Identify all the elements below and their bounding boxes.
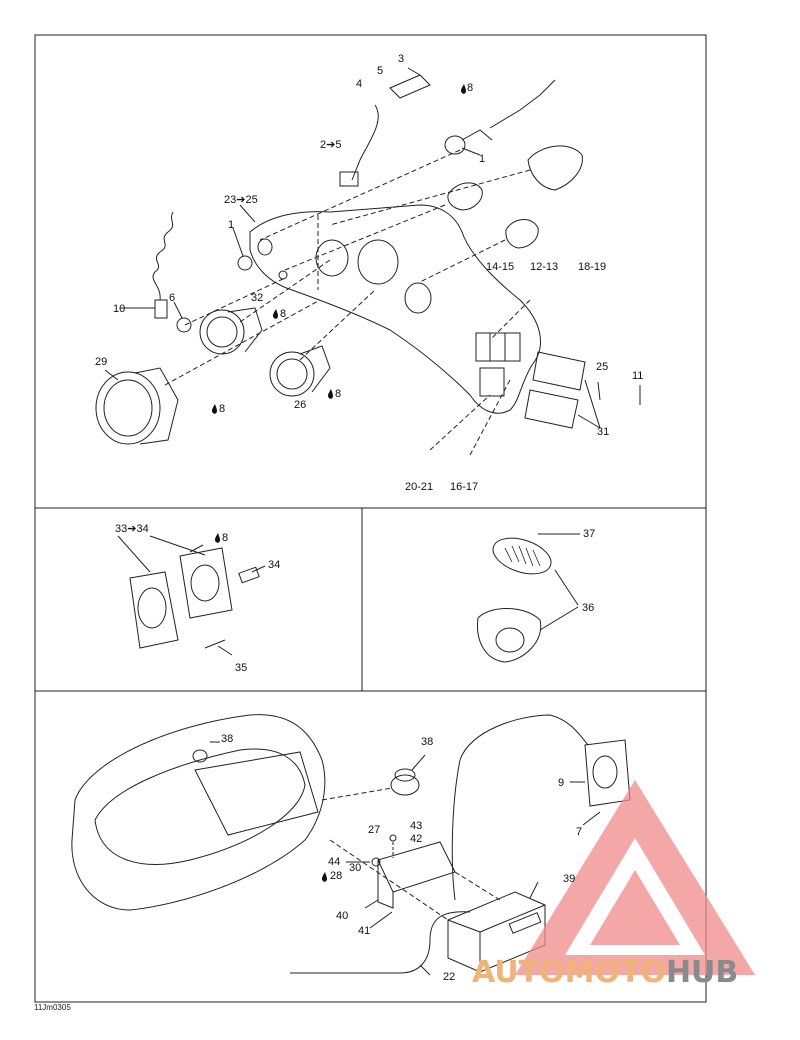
- label-1-key: 1: [479, 153, 486, 165]
- speaker-9: [584, 739, 631, 807]
- panel-middle-right-frame: [361, 507, 707, 692]
- panel-bottom-frame: [34, 690, 707, 1003]
- label-25: 25: [596, 361, 609, 373]
- console-switch-block-1: [475, 332, 521, 362]
- label-27: 27: [368, 824, 381, 836]
- console-hole-small: [278, 270, 288, 280]
- label-34: 34: [268, 559, 281, 571]
- label-35: 35: [235, 662, 248, 674]
- label-9: 9: [558, 777, 565, 789]
- label-2-5: 2➔5: [320, 139, 342, 151]
- label-7: 7: [576, 826, 583, 838]
- label-18-19: 18-19: [578, 261, 607, 273]
- drop-symbols: [211, 84, 466, 882]
- label-8-drop-c: 8: [335, 388, 342, 400]
- console-gauge-hole-2: [357, 239, 399, 285]
- console-switch-block-2: [479, 367, 505, 397]
- wire-loop: [451, 714, 589, 901]
- nut-6: [176, 317, 192, 333]
- drop-icon-e: [214, 533, 220, 543]
- lamp-holder-3: [505, 219, 539, 249]
- dashboard-console: [249, 204, 541, 414]
- drop-icon-c: [327, 389, 333, 399]
- drop-icon-d: [211, 404, 217, 414]
- label-39: 39: [563, 873, 576, 885]
- label-43: 43: [410, 820, 423, 832]
- label-29: 29: [95, 356, 108, 368]
- speaker-grille-36: [492, 537, 552, 575]
- gasket-31b: [524, 389, 579, 429]
- label-14-15: 14-15: [486, 261, 515, 273]
- lamp-holder-2: [447, 182, 483, 211]
- console-cover: [71, 714, 326, 911]
- label-8-drop-a: 8: [467, 82, 474, 94]
- gauge-plate-34: [179, 547, 233, 619]
- label-4: 4: [356, 78, 363, 90]
- label-32: 32: [251, 292, 264, 304]
- label-26: 26: [294, 399, 307, 411]
- label-31: 31: [597, 426, 610, 438]
- drop-icon-b: [272, 309, 278, 319]
- label-42: 42: [410, 833, 423, 845]
- wire-coil-10: [152, 211, 174, 301]
- drop-icon-f: [321, 872, 327, 882]
- key-switch-1: [444, 135, 466, 155]
- label-30: 30: [349, 862, 362, 874]
- label-8-drop-d: 8: [219, 403, 226, 415]
- label-38-cap: 38: [221, 733, 234, 745]
- socket-38b: [390, 774, 420, 796]
- label-28: 28: [330, 870, 343, 882]
- drop-icon-a: [460, 84, 466, 94]
- label-16-17: 16-17: [450, 481, 479, 493]
- label-5: 5: [377, 65, 384, 77]
- label-12-13: 12-13: [530, 261, 559, 273]
- cap-38a: [192, 749, 208, 763]
- watermark-text: AUTOMOTOHUB: [472, 955, 739, 990]
- label-44: 44: [328, 856, 341, 868]
- figure-code: 11Jm0305: [34, 1003, 71, 1012]
- console-gauge-hole-1: [315, 239, 349, 277]
- console-gauge-hole-3: [404, 282, 432, 314]
- bracket-40: [377, 841, 456, 893]
- label-20-21: 20-21: [405, 481, 434, 493]
- lamp-holder-1: [527, 145, 583, 191]
- label-1-nut: 1: [228, 219, 235, 231]
- label-38-socket: 38: [421, 736, 434, 748]
- wire-22: [290, 911, 471, 974]
- connector-2-5: [339, 171, 359, 187]
- label-22: 22: [443, 971, 456, 983]
- label-37: 37: [583, 528, 596, 540]
- label-11: 11: [632, 370, 644, 382]
- gauge-29: [95, 371, 161, 445]
- gasket-31a: [532, 351, 586, 391]
- label-41: 41: [358, 925, 371, 937]
- speaker-36: [476, 608, 542, 663]
- part-3-5: [389, 74, 431, 99]
- gauge-26: [269, 351, 315, 397]
- cover-opening: [194, 751, 319, 836]
- label-8-drop-b: 8: [280, 308, 287, 320]
- label-10: 10: [113, 303, 126, 315]
- label-3: 3: [398, 53, 405, 65]
- label-36: 36: [582, 602, 595, 614]
- label-6: 6: [169, 292, 176, 304]
- bezel-33: [129, 571, 179, 649]
- label-8-drop-e: 8: [222, 532, 229, 544]
- label-23-25: 23➔25: [224, 194, 258, 206]
- bulb-34: [238, 566, 260, 584]
- buzzer-10: [154, 299, 168, 319]
- label-40: 40: [336, 910, 349, 922]
- wire-4: [351, 104, 379, 181]
- label-33-34: 33➔34: [115, 523, 149, 535]
- watermark-logo: [515, 780, 755, 975]
- console-hole-key: [257, 238, 273, 256]
- nut-1: [237, 255, 253, 271]
